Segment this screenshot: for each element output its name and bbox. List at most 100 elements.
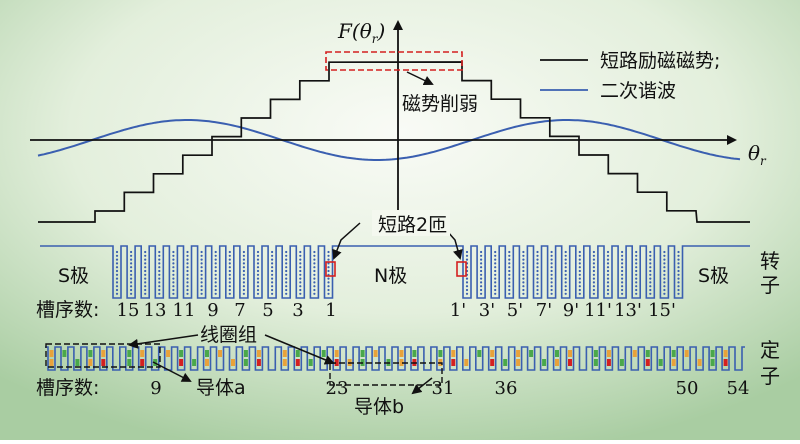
rotor-winding-dot: [299, 266, 302, 269]
stator-conductor: [62, 350, 67, 357]
rotor-winding-dot: [313, 277, 316, 280]
coil-group-arrow-right: [264, 334, 335, 365]
rotor-winding-dot: [256, 269, 260, 273]
rotor-winding-dot: [635, 273, 638, 276]
rotor-side-label-1: 转: [760, 249, 780, 273]
rotor-winding-dot: [172, 254, 175, 257]
rotor-winding-dot: [663, 292, 666, 295]
rotor-winding-dot: [285, 258, 288, 261]
rotor-winding-dot: [228, 262, 231, 265]
stator-conductor: [192, 359, 197, 366]
rotor-winding-dot: [158, 281, 161, 284]
rotor-winding-dot: [606, 277, 610, 280]
rotor-winding-dot: [480, 258, 483, 261]
rotor-winding-dot: [494, 281, 497, 284]
rotor-winding-dot: [144, 277, 147, 280]
rotor-winding-dot: [621, 258, 624, 261]
rotor-winding-dot: [130, 258, 133, 261]
stator-slot-outline: [45, 346, 745, 371]
rotor-winding-dot: [144, 269, 147, 273]
rotor-winding-dot: [158, 288, 161, 292]
rotor-winding-dot: [172, 281, 175, 284]
rotor-winding-dot: [635, 288, 638, 292]
rotor-winding-dot: [564, 262, 567, 265]
rotor-winding-dot: [200, 281, 203, 284]
rotor-winding-dot: [480, 288, 483, 292]
short-turns-arrow-left: [332, 222, 361, 260]
rotor-winding-dot: [677, 281, 680, 284]
rotor-pole-s-right: S极: [698, 265, 729, 287]
rotor-winding-dot: [578, 250, 581, 254]
rotor-winding-dot: [677, 273, 680, 276]
rotor-winding-dot: [285, 269, 288, 273]
stator-conductor: [542, 359, 547, 366]
rotor-winding-dot: [494, 266, 497, 269]
stator-conductor: [490, 350, 495, 357]
rotor-winding-dot: [494, 273, 497, 276]
rotor-winding-dot: [606, 273, 610, 276]
rotor-winding-dot: [649, 262, 652, 265]
rotor-winding-dot: [480, 250, 483, 254]
rotor-winding-dot: [130, 250, 133, 254]
stator-slot-number: 50: [676, 378, 699, 399]
rotor-winding-dot: [256, 258, 260, 261]
rotor-winding-dot: [508, 262, 511, 265]
rotor-winding-dot: [271, 258, 274, 261]
rotor-winding-dot: [186, 277, 189, 280]
rotor-winding-dot: [677, 269, 680, 273]
rotor-winding-dot: [564, 266, 567, 269]
rotor-winding-dot: [115, 269, 119, 273]
rotor-winding-dot: [494, 258, 497, 261]
stator-conductor: [360, 350, 365, 357]
rotor-winding-dot: [285, 281, 288, 284]
rotor-winding-dot: [214, 277, 217, 280]
rotor-winding-dot: [200, 277, 203, 280]
stator-conductor: [88, 350, 93, 357]
rotor-winding-dot: [186, 262, 189, 265]
rotor-winding-dot: [663, 262, 666, 265]
rotor-winding-dot: [663, 266, 666, 269]
rotor-winding-dot: [214, 262, 217, 265]
rotor-winding-dot: [214, 285, 217, 288]
weakening-label: 磁势削弱: [402, 93, 478, 115]
rotor-winding-dot: [494, 254, 497, 257]
rotor-slot-outline: [40, 245, 750, 299]
rotor-winding-dot: [172, 277, 175, 280]
rotor-winding-dot: [550, 262, 553, 265]
rotor-winding-dot: [144, 285, 147, 288]
rotor-winding-dot: [606, 254, 610, 257]
stator-conductor: [334, 359, 339, 366]
stator-conductor: [477, 350, 482, 357]
stator-conductor: [295, 350, 300, 357]
stator-slot-number: 36: [495, 378, 518, 399]
rotor-winding-dot: [313, 250, 316, 254]
rotor-winding-dot: [592, 281, 596, 284]
rotor-winding-dot: [158, 258, 161, 261]
rotor-winding-dot: [635, 277, 638, 280]
rotor-winding-dot: [214, 254, 217, 257]
rotor-winding-dot: [592, 250, 596, 254]
rotor-winding-dot: [677, 266, 680, 269]
rotor-winding-dot: [186, 266, 189, 269]
mmf-weakening-box: [325, 51, 463, 71]
rotor-winding-dot: [550, 258, 553, 261]
rotor-winding-dot: [578, 285, 581, 288]
legend-label-mmf: 短路励磁磁势;: [600, 50, 720, 72]
rotor-winding-dot: [550, 281, 553, 284]
rotor-winding-dot: [271, 273, 274, 276]
stator-conductor: [503, 359, 508, 366]
rotor-winding-dot: [285, 266, 288, 269]
stator-conductor: [140, 350, 145, 357]
rotor-winding-dot: [564, 277, 567, 280]
stator-conductor: [321, 350, 326, 357]
rotor-winding-dot: [256, 285, 260, 288]
rotor-winding-dot: [663, 277, 666, 280]
rotor-winding-dot: [536, 273, 539, 276]
stator-conductor: [684, 350, 689, 357]
rotor-winding-dot: [494, 277, 497, 280]
rotor-slot-number: 7: [234, 300, 245, 321]
stator-conductor: [127, 350, 132, 357]
rotor-winding-dot: [592, 269, 596, 273]
rotor-winding-dot: [299, 285, 302, 288]
